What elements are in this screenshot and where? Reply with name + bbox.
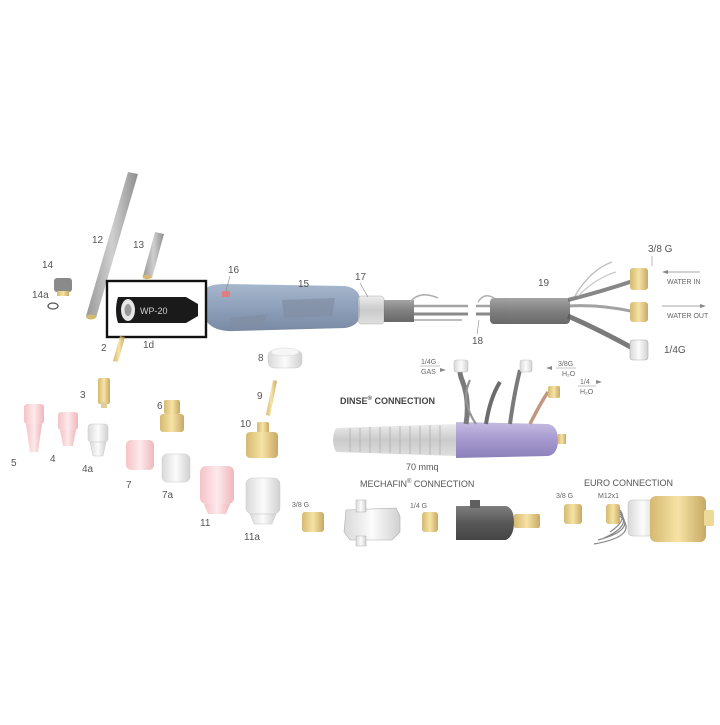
callout-3: 3 xyxy=(80,390,86,401)
highlighted-torch-head[interactable]: WP-20 xyxy=(105,279,208,339)
part-13-short-back-cap xyxy=(142,232,164,280)
callout-9: 9 xyxy=(257,391,263,402)
dinse-water-size-1: 3/8G xyxy=(558,361,573,368)
callout-5: 5 xyxy=(11,458,17,469)
callout-7: 7 xyxy=(126,480,132,491)
mechafin-size-left: 3/8 G xyxy=(292,502,309,509)
euro-title: EURO CONNECTION xyxy=(584,478,673,488)
callout-17: 17 xyxy=(355,272,367,283)
callout-15: 15 xyxy=(298,279,310,290)
callout-10: 10 xyxy=(240,419,252,430)
callout-2: 2 xyxy=(101,343,107,354)
part-2-collet xyxy=(113,336,125,362)
callout-19: 19 xyxy=(538,278,550,289)
part-8-insulator xyxy=(267,347,303,369)
dinse-gas-label: GAS xyxy=(421,369,436,376)
part-6-gas-lens xyxy=(160,400,184,432)
part-7-nozzle xyxy=(126,440,154,470)
part-15-torch-handle xyxy=(205,284,360,332)
euro-size-left: 3/8 G xyxy=(556,493,573,500)
dinse-size-label: 70 mmq xyxy=(406,462,439,472)
hose-leads xyxy=(566,261,649,361)
part-4-nozzle xyxy=(58,412,78,446)
part-3-collet-body xyxy=(98,378,110,408)
callout-14a: 14a xyxy=(32,290,49,301)
dinse-gas-size: 1/4G xyxy=(421,359,436,366)
part-14-cap xyxy=(54,278,72,296)
part-10-gas-lens xyxy=(246,422,278,458)
callout-14: 14 xyxy=(42,260,54,271)
callout-6: 6 xyxy=(157,401,163,412)
euro-size-right: M12x1 xyxy=(598,493,619,500)
callout-8: 8 xyxy=(258,353,264,364)
part-11a-nozzle xyxy=(245,477,281,525)
euro-connector xyxy=(564,496,714,545)
mechafin-connector xyxy=(302,499,540,547)
dinse-title: DINSE® CONNECTION xyxy=(340,395,435,406)
part-12-long-back-cap xyxy=(86,172,138,320)
mechafin-size-right: 1/4 G xyxy=(410,503,427,510)
cable-hose-left xyxy=(384,294,468,322)
fitting-top-size: 3/8 G xyxy=(648,244,673,255)
dinse-water-label-2: H₂O xyxy=(580,389,594,396)
callout-4a: 4a xyxy=(82,464,94,475)
part-17-coupling xyxy=(357,295,385,325)
part-19-cable-sleeve xyxy=(476,295,570,324)
dinse-water-size-2: 1/4 xyxy=(580,379,590,386)
callout-12: 12 xyxy=(92,235,104,246)
callout-16: 16 xyxy=(228,265,240,276)
part-11-nozzle xyxy=(200,466,234,514)
callout-11: 11 xyxy=(200,518,211,529)
callout-1d: 1d xyxy=(143,340,154,351)
dinse-water-label-1: H₂O xyxy=(562,371,576,378)
water-out-label: WATER OUT xyxy=(667,313,709,320)
part-9-collet xyxy=(266,380,277,416)
head-model-label: WP-20 xyxy=(140,306,168,316)
part-5-nozzle xyxy=(24,404,44,452)
callout-11a: 11a xyxy=(244,532,260,543)
mechafin-title: MECHAFIN® CONNECTION xyxy=(360,478,474,489)
callout-4: 4 xyxy=(50,454,56,465)
water-in-label: WATER IN xyxy=(667,279,700,286)
callout-7a: 7a xyxy=(162,490,174,501)
fitting-bottom-size: 1/4G xyxy=(664,345,686,356)
callout-18: 18 xyxy=(472,336,484,347)
callout-13: 13 xyxy=(133,240,145,251)
part-14a-o-ring xyxy=(47,302,59,310)
part-7a-nozzle xyxy=(161,453,191,483)
dinse-connector xyxy=(333,359,566,458)
part-4a-nozzle xyxy=(87,423,109,457)
